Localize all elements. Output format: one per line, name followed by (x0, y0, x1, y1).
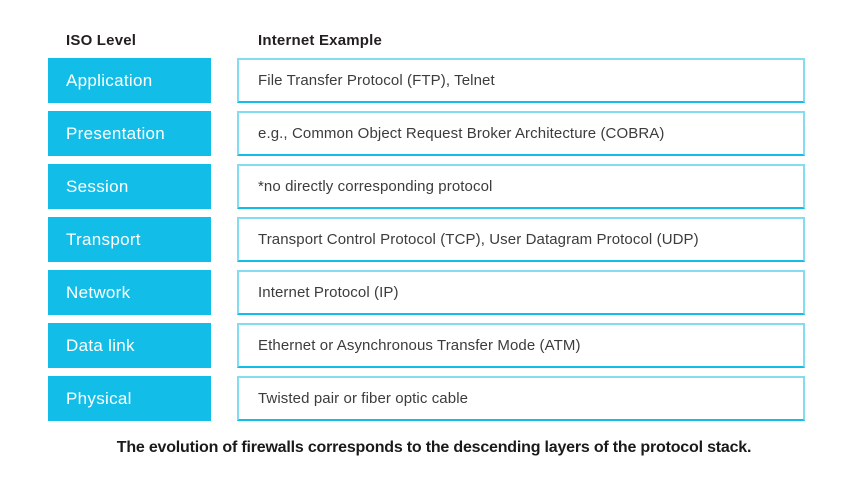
iso-level-label: Transport (66, 229, 141, 249)
iso-level-label: Presentation (66, 123, 166, 143)
table-row: Network Internet Protocol (IP) (48, 270, 805, 315)
internet-example-text: File Transfer Protocol (FTP), Telnet (258, 72, 495, 89)
caption: The evolution of firewalls corresponds t… (116, 439, 752, 456)
protocol-rows: Application File Transfer Protocol (FTP)… (48, 58, 805, 421)
iso-level-box-presentation: Presentation (48, 111, 211, 156)
internet-example-box-data-link: Ethernet or Asynchronous Transfer Mode (… (237, 323, 805, 368)
iso-level-label: Session (66, 176, 129, 196)
iso-level-box-application: Application (48, 58, 211, 103)
internet-example-text: Ethernet or Asynchronous Transfer Mode (… (258, 337, 581, 354)
iso-level-box-physical: Physical (48, 376, 211, 421)
internet-example-box-application: File Transfer Protocol (FTP), Telnet (237, 58, 805, 103)
internet-example-text: Transport Control Protocol (TCP), User D… (258, 231, 699, 248)
iso-level-box-network: Network (48, 270, 211, 315)
internet-example-header: Internet Example (258, 32, 383, 49)
internet-example-box-network: Internet Protocol (IP) (237, 270, 805, 315)
internet-example-text: Internet Protocol (IP) (258, 284, 399, 301)
internet-example-box-physical: Twisted pair or fiber optic cable (237, 376, 805, 421)
internet-example-box-session: *no directly corresponding protocol (237, 164, 805, 209)
iso-level-label: Physical (66, 388, 132, 408)
iso-level-header: ISO Level (66, 32, 137, 49)
table-row: Data link Ethernet or Asynchronous Trans… (48, 323, 805, 368)
table-row: Session *no directly corresponding proto… (48, 164, 805, 209)
iso-level-label: Application (66, 70, 153, 90)
table-row: Transport Transport Control Protocol (TC… (48, 217, 805, 262)
iso-level-label: Data link (66, 335, 135, 355)
internet-example-box-presentation: e.g., Common Object Request Broker Archi… (237, 111, 805, 156)
column-headers: ISO Level Internet Example (0, 32, 868, 52)
internet-example-box-transport: Transport Control Protocol (TCP), User D… (237, 217, 805, 262)
internet-example-text: e.g., Common Object Request Broker Archi… (258, 125, 665, 142)
table-row: Application File Transfer Protocol (FTP)… (48, 58, 805, 103)
iso-level-box-data-link: Data link (48, 323, 211, 368)
table-row: Presentation e.g., Common Object Request… (48, 111, 805, 156)
iso-level-box-session: Session (48, 164, 211, 209)
internet-example-text: *no directly corresponding protocol (258, 178, 493, 195)
iso-level-label: Network (66, 282, 131, 302)
table-row: Physical Twisted pair or fiber optic cab… (48, 376, 805, 421)
internet-example-text: Twisted pair or fiber optic cable (258, 390, 469, 407)
iso-level-box-transport: Transport (48, 217, 211, 262)
